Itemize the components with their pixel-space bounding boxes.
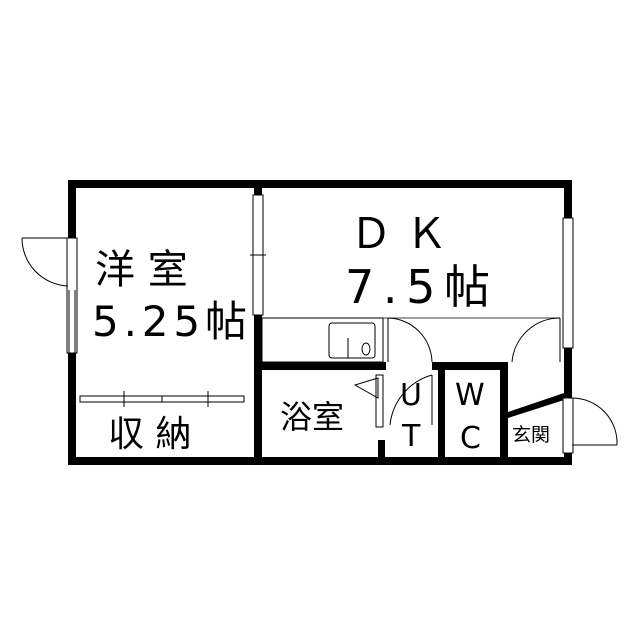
bath-door-swing	[353, 377, 379, 399]
dk-room-name: Ｄ Ｋ	[350, 209, 447, 258]
wc-door-swing	[389, 374, 433, 426]
western-room-name: 洋 室	[95, 247, 188, 293]
wall-bath-ut	[378, 440, 385, 460]
wall-ut-wc	[438, 370, 445, 460]
door-swings	[21, 237, 618, 446]
bathroom-label: 浴室	[280, 398, 344, 436]
wall-wc-entry	[500, 362, 508, 460]
entrance-label: 玄関	[512, 424, 550, 446]
storage-label: 収 納	[108, 414, 191, 455]
entrance-door-swing	[571, 397, 618, 446]
closet-door-right	[161, 395, 245, 403]
wall-divider	[254, 180, 262, 465]
sink-drain	[361, 342, 371, 356]
entrance-step	[508, 393, 564, 418]
window-left	[66, 237, 78, 354]
kitchen-counter	[261, 317, 384, 363]
bath-door	[375, 374, 384, 428]
kitchen-sink	[328, 322, 376, 359]
toilet-c-label: C	[460, 421, 481, 456]
closet-door-left	[79, 395, 163, 403]
wall-wc-top	[432, 362, 508, 370]
wall-bottom	[68, 457, 568, 465]
wall-bath-top	[262, 362, 386, 370]
utility-u-label: U	[400, 378, 422, 413]
ut-door-swing	[387, 317, 433, 363]
window-right	[562, 217, 574, 349]
wall-top	[68, 180, 572, 188]
dk-entry-door-swing	[511, 317, 561, 363]
western-room-size: 5.25帖	[92, 297, 247, 346]
utility-t-label: T	[401, 419, 421, 454]
entrance-door-frame	[562, 397, 574, 454]
left-door-swing	[21, 237, 69, 287]
toilet-w-label: W	[455, 378, 485, 413]
dk-room-size: 7.5帖	[345, 260, 490, 314]
